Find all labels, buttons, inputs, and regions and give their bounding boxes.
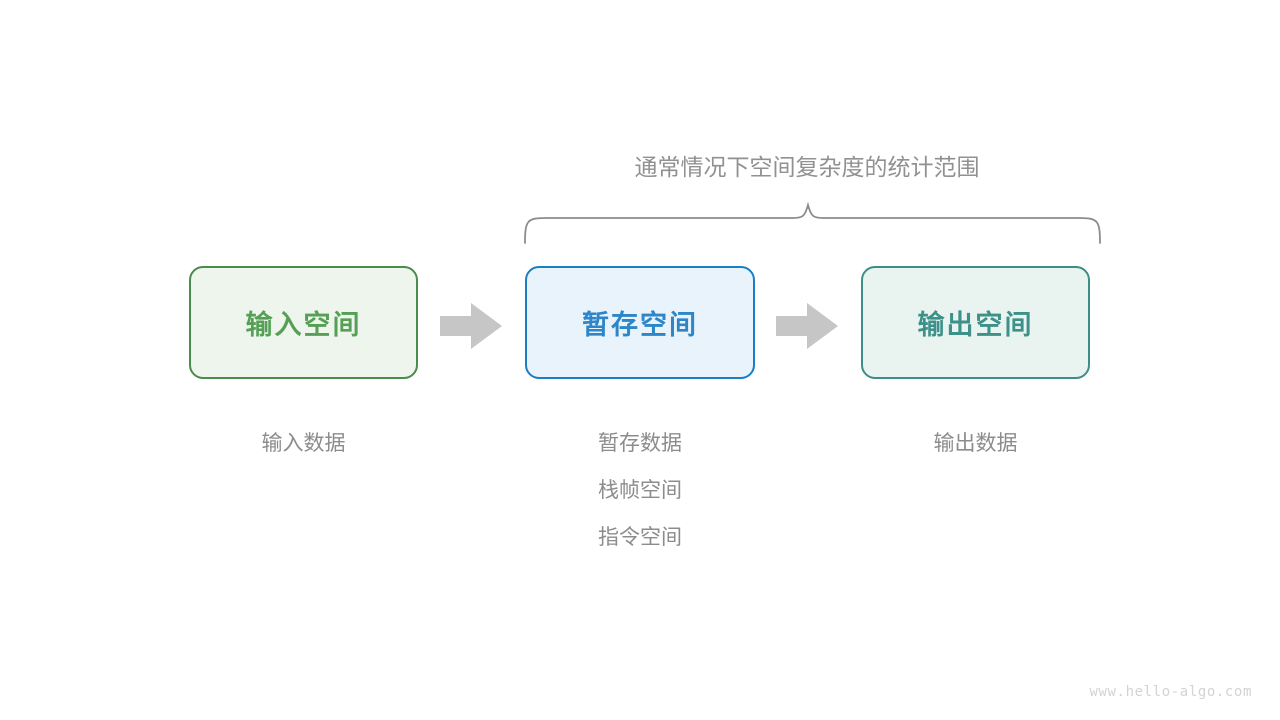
caption-item: 暂存数据	[598, 432, 682, 455]
caption-item: 栈帧空间	[598, 479, 682, 502]
brace-caption-suffix: 的统计范围	[864, 154, 980, 180]
arrow-right-icon	[440, 303, 502, 349]
captions-input-space: 输入数据	[189, 420, 418, 467]
brace-caption: 通常情况下空间复杂度的统计范围	[635, 148, 980, 182]
box-output-space-label: 输出空间	[917, 310, 1034, 340]
watermark: www.hello-algo.com	[1089, 684, 1252, 700]
box-output-space[interactable]: 输出空间	[861, 266, 1090, 379]
caption-item: 输入数据	[261, 432, 346, 455]
brace-caption-prefix: 通常情况下	[634, 154, 750, 180]
caption-item: 输出数据	[933, 432, 1018, 455]
box-temp-space[interactable]: 暂存空间	[525, 266, 755, 379]
box-input-space[interactable]: 输入空间	[189, 266, 418, 379]
caption-item: 指令空间	[598, 526, 682, 549]
box-temp-space-label: 暂存空间	[582, 310, 698, 340]
captions-output-space: 输出数据	[861, 420, 1090, 467]
captions-temp-space: 暂存数据 栈帧空间 指令空间	[525, 420, 755, 561]
curly-brace-icon	[524, 201, 1101, 244]
arrow-right-icon	[776, 303, 838, 349]
brace-caption-emphasis: 空间复杂度	[749, 154, 865, 180]
box-input-space-label: 输入空间	[245, 310, 362, 340]
